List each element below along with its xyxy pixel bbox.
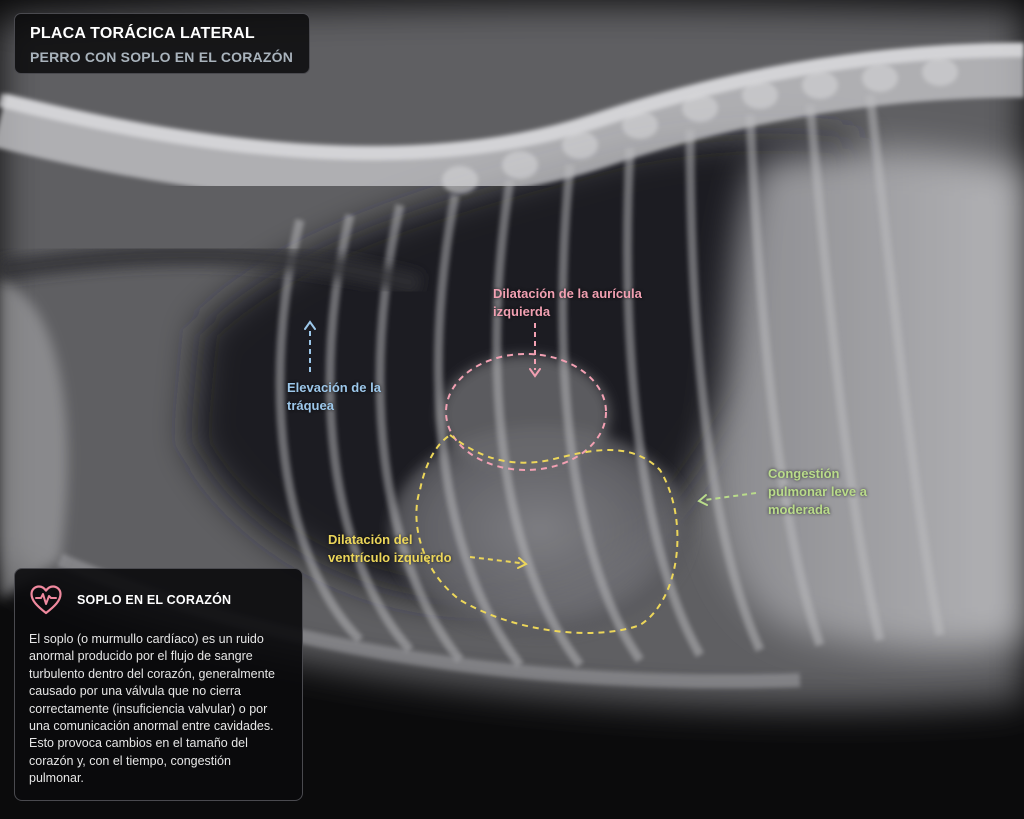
info-panel: SOPLO EN EL CORAZÓN El soplo (o murmullo… — [14, 568, 303, 801]
info-description: El soplo (o murmullo cardíaco) es un rui… — [29, 632, 275, 786]
title-panel: PLACA TORÁCICA LATERAL PERRO CON SOPLO E… — [14, 13, 310, 74]
page-subtitle: PERRO CON SOPLO EN EL CORAZÓN — [30, 49, 294, 65]
ventricle-arrow-head — [517, 557, 528, 569]
page-title: PLACA TORÁCICA LATERAL — [30, 25, 255, 42]
left-ventricle-outline — [415, 433, 679, 634]
label-left-auricle: Dilatación de la aurícula izquierda — [493, 286, 642, 319]
auricle-arrow-head — [529, 368, 541, 378]
congestion-arrow-head — [697, 494, 708, 506]
trachea-arrow-head — [304, 320, 316, 330]
info-header: SOPLO EN EL CORAZÓN — [29, 583, 288, 617]
label-pulmonary-congestion: Congestión pulmonar leve a moderada — [768, 466, 867, 517]
label-trachea-elevation: Elevación de la tráquea — [287, 380, 381, 413]
info-title: SOPLO EN EL CORAZÓN — [77, 593, 232, 607]
label-left-ventricle: Dilatación del ventrículo izquierdo — [328, 532, 452, 565]
heart-pulse-icon — [30, 585, 62, 615]
left-auricle-outline — [445, 353, 607, 471]
